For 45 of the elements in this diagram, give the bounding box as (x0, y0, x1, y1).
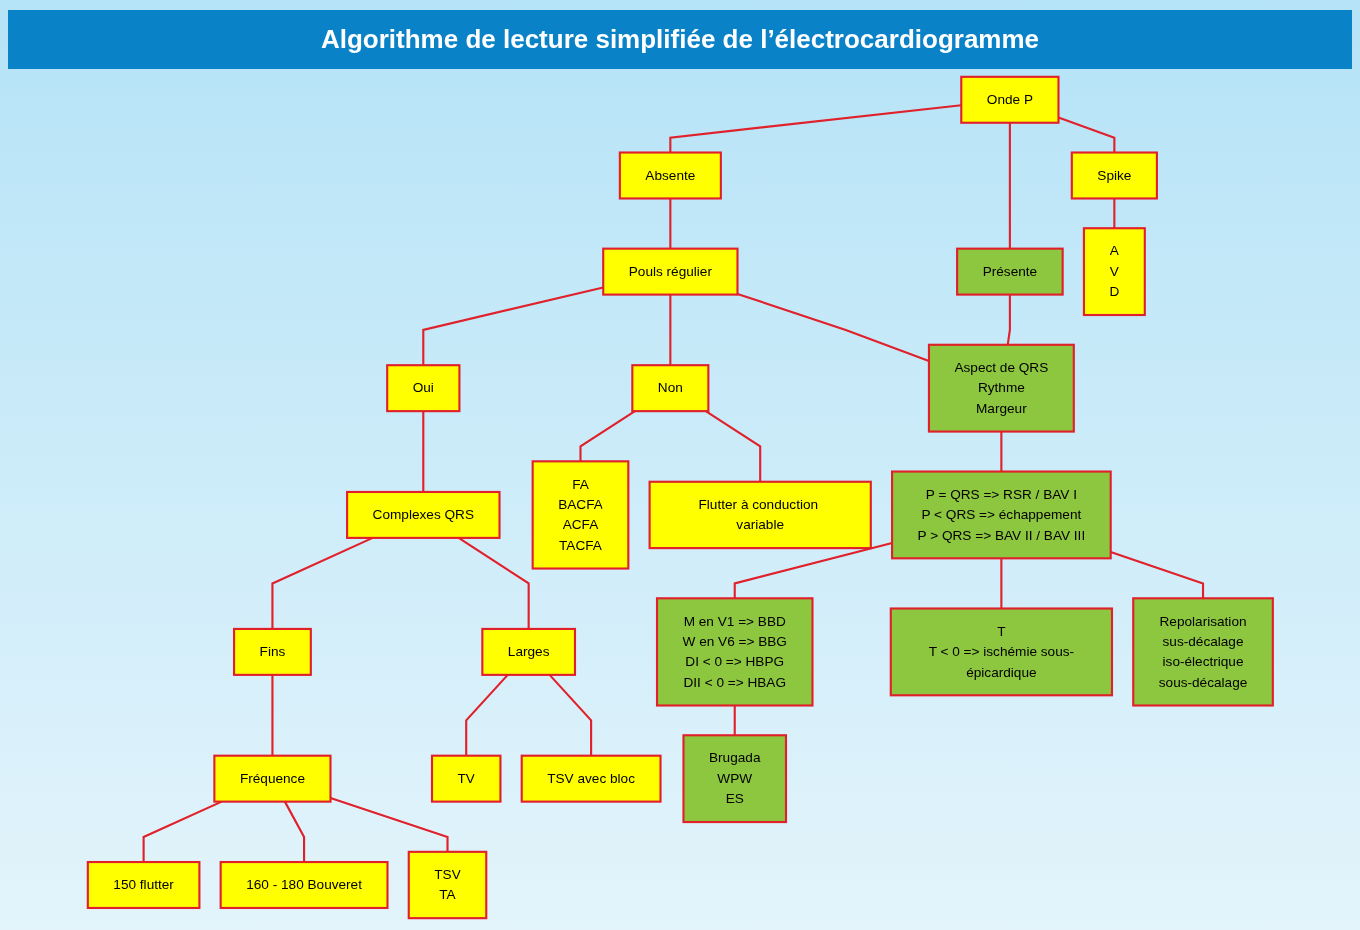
node-box: Onde P (959, 75, 1060, 124)
node-box: Oui (385, 364, 461, 413)
node-box: Fins (232, 627, 312, 676)
connector (668, 294, 672, 366)
connector (1008, 122, 1011, 249)
node-box: TSV avec bloc (520, 754, 662, 803)
node-box: TV (430, 754, 502, 803)
node-box: Aspect de QRS Rythme Margeur (927, 343, 1075, 433)
node-box: Fréquence (212, 754, 332, 803)
node-box: Repolarisation sus-décalage iso-électrique sous-décalage (1131, 597, 1274, 707)
title-banner: Algorithme de lecture simplifiée de l’électrocardiogramme (8, 10, 1352, 69)
node-box: TSV TA (407, 850, 487, 920)
connector (283, 801, 305, 863)
node-box: FA BACFA ACFA TACFA (531, 460, 630, 570)
node-box: Brugada WPW ES (682, 734, 787, 824)
connector (464, 674, 509, 756)
node-box: Absente (618, 151, 722, 200)
node-box: M en V1 => BBD W en V6 => BBG DI < 0 => HBPG DII < 0 => HBAG (655, 597, 814, 707)
connector (733, 541, 892, 599)
connector (1000, 431, 1003, 472)
node-box: Spike (1070, 151, 1158, 200)
node-box: 160 - 180 Bouveret (219, 860, 389, 910)
connector (457, 537, 530, 629)
connector (548, 674, 592, 756)
connector (271, 674, 274, 756)
node-box: Flutter à conduction variable (648, 480, 872, 550)
connector (733, 705, 736, 736)
connector (736, 292, 929, 363)
connector (1112, 198, 1116, 229)
connector (579, 410, 636, 462)
node-box: Présente (955, 247, 1064, 296)
node-box: Pouls régulier (601, 247, 739, 296)
connector (1006, 294, 1011, 345)
node-box: 150 flutter (86, 860, 201, 910)
connector (668, 198, 672, 249)
connector (142, 800, 222, 863)
node-box: Larges (480, 627, 576, 676)
node-box: T T < 0 => ischémie sous-épicardique (889, 607, 1113, 697)
node-box: Non (630, 364, 710, 413)
node-box: P = QRS => RSR / BAV I P < QRS => échappement P > QRS => BAV II / BAV III (890, 470, 1112, 560)
connector (421, 411, 425, 492)
connector (1110, 551, 1204, 599)
node-box: A V D (1082, 227, 1146, 317)
node-box: Complexes QRS (345, 490, 501, 539)
connector (1000, 558, 1003, 609)
